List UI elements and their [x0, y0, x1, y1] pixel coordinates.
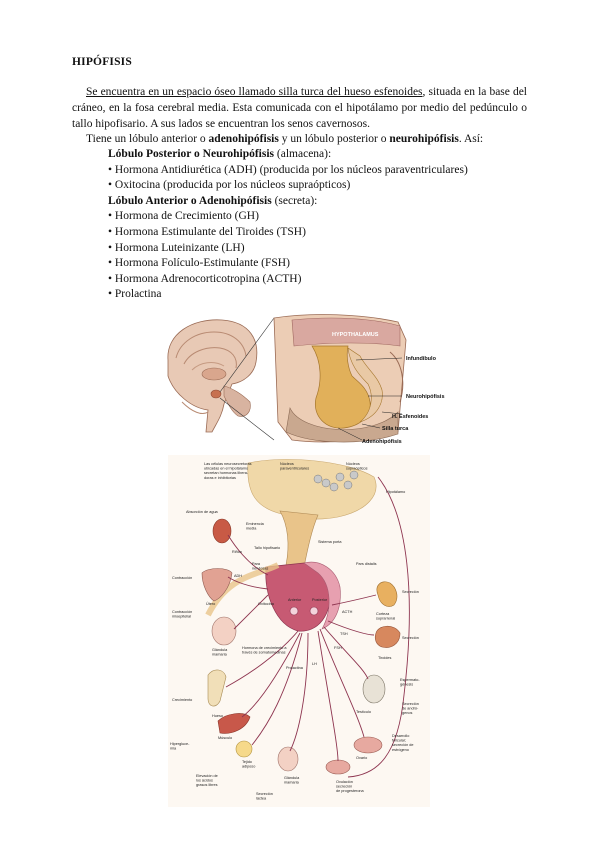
lobes-text-e: . Así:	[458, 133, 484, 145]
pituitary-anatomy-figure: HYPOTHALAMUS Infundibulo Neurohipófisis …	[167, 314, 445, 445]
svg-text:ACTH: ACTH	[342, 610, 353, 614]
lobes-text-c: y un lóbulo posterior o	[278, 133, 390, 145]
ovary-illustration	[353, 736, 383, 754]
hormone-list: Lóbulo Posterior o Neurohipófisis (almac…	[108, 147, 468, 303]
svg-text:ADH: ADH	[234, 574, 242, 578]
svg-text:Anterior: Anterior	[288, 598, 302, 602]
label-neurohipofisis: Neurohipófisis	[406, 394, 445, 400]
svg-text:Secreción: Secreción	[402, 590, 419, 594]
svg-text:Hipotálamo: Hipotálamo	[386, 490, 405, 494]
svg-text:Riñón: Riñón	[232, 550, 242, 554]
kidney-illustration	[212, 518, 232, 544]
zoom-line	[219, 397, 275, 441]
bone-illustration	[207, 669, 227, 707]
intro-rest: , situada en la base del cráneo, en la f…	[72, 86, 528, 130]
posterior-heading-line: Lóbulo Posterior o Neurohipófisis (almac…	[108, 147, 468, 163]
uterus-illustration	[201, 568, 233, 602]
posterior-heading: Lóbulo Posterior o Neurohipófisis	[108, 148, 275, 160]
svg-text:LH: LH	[312, 662, 317, 666]
svg-text:Crecimiento: Crecimiento	[172, 698, 192, 702]
svg-text:Prolactina: Prolactina	[286, 666, 304, 670]
svg-text:Oxitocina: Oxitocina	[258, 602, 275, 606]
svg-text:Útero: Útero	[206, 601, 215, 606]
label-infundibulo: Infundibulo	[406, 356, 437, 362]
muscle-illustration	[217, 713, 251, 734]
svg-text:Sistema porta: Sistema porta	[318, 540, 342, 544]
anterior-item: • Hormona Estimulante del Tiroides (TSH)	[108, 225, 306, 238]
anterior-item: • Hormona Folículo-Estimulante (FSH)	[108, 257, 290, 270]
anterior-heading: Lóbulo Anterior o Adenohipófisis	[108, 194, 272, 207]
svg-text:Testículo: Testículo	[356, 710, 371, 714]
lobes-paragraph: Tiene un lóbulo anterior o adenohipófisi…	[72, 131, 527, 147]
hypothalamus-pituitary-illustration	[205, 459, 377, 632]
anterior-item: • Hormona Adrenocorticotropina (ACTH)	[108, 272, 302, 285]
label-esfenoides: H. Esfenoides	[392, 414, 428, 420]
svg-text:Espermato-génesis: Espermato-génesis	[400, 678, 420, 687]
lobes-text-adeno: adenohipófisis	[208, 133, 279, 145]
anterior-note: (secreta):	[271, 194, 318, 207]
ovary-ovulation-illustration	[325, 759, 351, 775]
anterior-heading-line: Lóbulo Anterior o Adenohipófisis (secret…	[108, 194, 468, 210]
breast2-illustration	[277, 746, 299, 772]
label-adenohipofisis: Adenohipófisis	[362, 439, 402, 445]
thyroid-illustration	[374, 625, 401, 648]
posterior-note: (almacena):	[274, 148, 332, 160]
svg-text:Tiroides: Tiroides	[378, 656, 391, 660]
label-hypothalamus: HYPOTHALAMUS	[332, 332, 379, 338]
label-silla-turca: Silla turca	[382, 426, 409, 432]
svg-text:Hipergluce-mia: Hipergluce-mia	[170, 742, 190, 751]
intro-paragraph: Se encuentra en un espacio óseo llamado …	[72, 84, 527, 132]
testis-illustration	[362, 674, 386, 704]
breast-illustration	[211, 616, 237, 646]
lobes-text-neuro: neurohipófisis	[389, 133, 459, 145]
svg-text:Contracción: Contracción	[172, 576, 192, 580]
page-title: HIPÓFISIS	[72, 56, 132, 68]
intro-underlined: Se encuentra en un espacio óseo llamado …	[86, 86, 423, 98]
lobes-text-a: Tiene un lóbulo anterior o	[86, 133, 209, 145]
posterior-item: • Hormona Antidiurética (ADH) (producida…	[108, 163, 468, 176]
anterior-item: • Hormona Luteinizante (LH)	[108, 241, 245, 254]
svg-text:Posterior: Posterior	[312, 598, 328, 602]
svg-text:Pars distalis: Pars distalis	[356, 562, 377, 566]
adrenal-illustration	[376, 581, 398, 607]
anterior-item: • Prolactina	[108, 288, 162, 301]
svg-text:Ovario: Ovario	[356, 756, 367, 760]
posterior-item: • Oxitocina (producida por los núcleos s…	[108, 179, 351, 192]
svg-text:Hueso: Hueso	[212, 714, 223, 718]
svg-text:Secreción: Secreción	[402, 636, 419, 640]
svg-text:TSH: TSH	[340, 632, 348, 636]
adipose-illustration	[235, 740, 253, 758]
connector-lines	[225, 476, 410, 778]
pituitary-zoom-illustration	[273, 314, 407, 443]
svg-text:Tallo hipofisario: Tallo hipofisario	[254, 546, 280, 550]
svg-text:Absorción de agua: Absorción de agua	[186, 510, 219, 514]
zoom-line	[219, 317, 275, 393]
brain-sagittal-illustration	[167, 319, 258, 433]
svg-text:FSH: FSH	[334, 646, 342, 650]
anterior-item: • Hormona de Crecimiento (GH)	[108, 210, 259, 223]
svg-text:Músculo: Músculo	[218, 736, 232, 740]
